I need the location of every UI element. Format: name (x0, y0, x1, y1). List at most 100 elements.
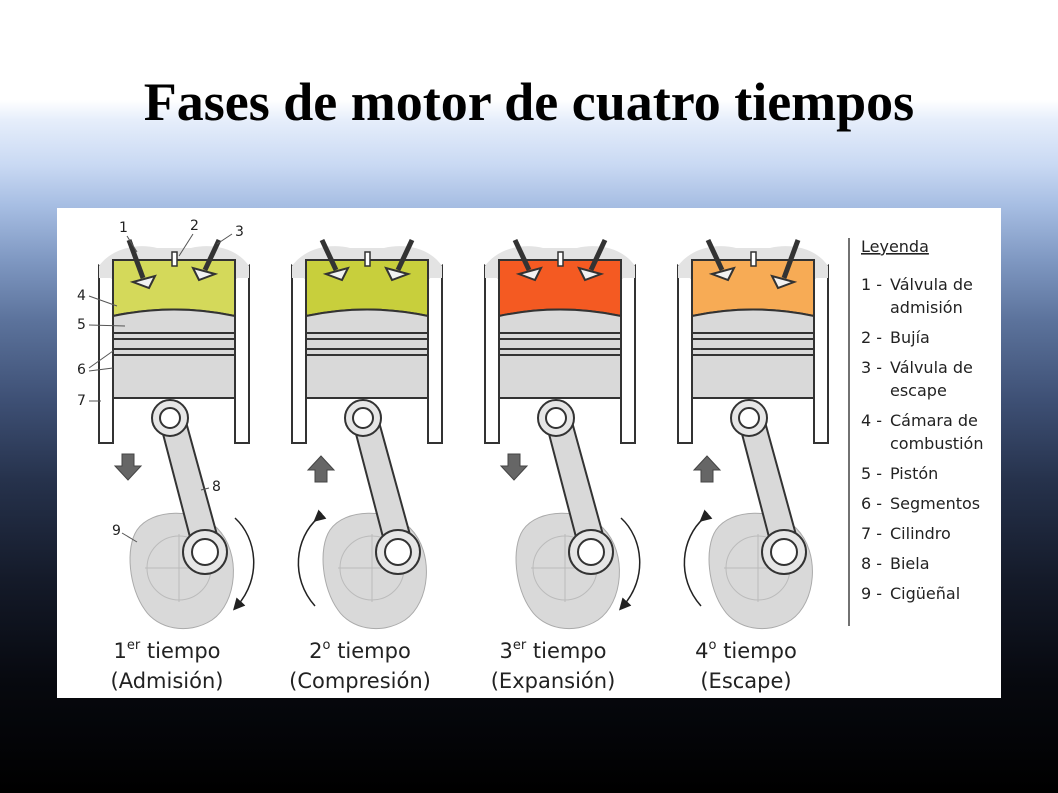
intake-valve-stem (126, 239, 146, 279)
cylinder-wall-right (813, 263, 829, 444)
legend-title: Leyenda (861, 237, 929, 256)
callout-line (88, 324, 126, 327)
combustion-chamber (305, 259, 429, 318)
phase-caption-3: 3er tiempo (499, 638, 606, 663)
legend-item-number-6: 6 - (861, 494, 882, 513)
callout-label-1: 1 (119, 220, 128, 236)
four-stroke-engine-diagram: 1er tiempo (Admisión) 2o tiempo (Compresión… (77, 218, 983, 693)
engine-phase-3 (484, 238, 641, 630)
spark-plug (557, 251, 564, 267)
callout-line (178, 233, 194, 257)
phase-caption-1: 1er tiempo (113, 638, 220, 663)
callout-label-4: 4 (77, 288, 86, 304)
exhaust-valve-head (770, 274, 798, 290)
callout-line (121, 532, 138, 543)
callout-label-5: 5 (77, 317, 86, 333)
exhaust-valve-stem (202, 238, 222, 272)
callout-line (88, 295, 118, 307)
exhaust-valve-head (384, 266, 412, 282)
cylinder-wall-right (620, 263, 636, 444)
intake-valve-stem (319, 238, 339, 272)
callout-line (88, 350, 114, 369)
exhaust-valve-stem (588, 238, 608, 272)
legend-item-number-1: 1 - (861, 275, 882, 294)
legend-item-number-3: 3 - (861, 358, 882, 377)
legend-item-number-4: 4 - (861, 411, 882, 430)
engine-phase-4 (677, 238, 829, 630)
piston-direction-arrow (692, 455, 722, 483)
piston (112, 308, 236, 399)
crank-rotation-arrow (619, 517, 641, 611)
piston-direction-arrow (113, 453, 143, 481)
legend-item-label-8: Biela (890, 554, 930, 573)
legend-item-number-7: 7 - (861, 524, 882, 543)
spark-plug (171, 251, 178, 267)
intake-valve-head (515, 266, 543, 282)
cylinder-wall-left (291, 263, 307, 444)
engine-phase-1 (98, 238, 255, 630)
legend: Leyenda 1 - Válvula de admisión 2 - Bujía 3 - V… (848, 237, 983, 626)
callout-label-9: 9 (112, 523, 121, 539)
callout-line (200, 487, 210, 491)
intake-valve-head (129, 274, 157, 290)
intake-valve-head (322, 266, 350, 282)
crank-rotation-arrow (683, 509, 713, 607)
exhaust-valve-head (577, 266, 605, 282)
callout-line (126, 235, 138, 253)
intake-valve-head (708, 266, 736, 282)
phase-name-1: (Admisión) (111, 669, 224, 693)
legend-item-number-2: 2 - (861, 328, 882, 347)
combustion-chamber (498, 259, 622, 318)
piston (498, 308, 622, 399)
cylinder-wall-left (677, 263, 693, 444)
phase-name-4: (Escape) (700, 669, 791, 693)
callout-label-3: 3 (235, 224, 244, 240)
piston (305, 308, 429, 399)
legend-item-number-9: 9 - (861, 584, 882, 603)
legend-item-label-3-cont: escape (890, 381, 947, 400)
cylinder-wall-left (98, 263, 114, 444)
piston-direction-arrow (499, 453, 529, 481)
cylinder-wall-left (484, 263, 500, 444)
intake-valve-stem (512, 238, 532, 272)
cylinder-wall-right (234, 263, 250, 444)
piston (691, 308, 815, 399)
legend-item-label-4-cont: combustión (890, 434, 983, 453)
spark-plug (750, 251, 757, 267)
legend-item-label-6: Segmentos (890, 494, 980, 513)
legend-item-number-8: 8 - (861, 554, 882, 573)
phase-name-3: (Expansión) (491, 669, 616, 693)
callout-line (88, 367, 114, 372)
crank-rotation-arrow (233, 517, 255, 611)
spark-plug (364, 251, 371, 267)
intake-valve-stem (705, 238, 725, 272)
combustion-chamber (112, 259, 236, 318)
phase-name-2: (Compresión) (289, 669, 431, 693)
legend-item-label-9: Cigüeñal (890, 584, 960, 603)
slide-title: Fases de motor de cuatro tiempos (143, 72, 915, 132)
legend-item-label-7: Cilindro (890, 524, 951, 543)
exhaust-valve-stem (781, 239, 801, 279)
legend-item-number-5: 5 - (861, 464, 882, 483)
cylinder-wall-right (427, 263, 443, 444)
exhaust-valve-stem (395, 238, 415, 272)
callout-label-7: 7 (77, 393, 86, 409)
legend-item-label-5: Pistón (890, 464, 938, 483)
piston-direction-arrow (306, 455, 336, 483)
callout-label-2: 2 (190, 218, 199, 234)
legend-item-label-2: Bujía (890, 328, 930, 347)
engine-phase-2 (291, 238, 443, 630)
combustion-chamber (691, 259, 815, 318)
legend-item-label-1-cont: admisión (890, 298, 963, 317)
callout-label-8: 8 (212, 479, 221, 495)
legend-item-label-1: Válvula de (890, 275, 973, 294)
phase-caption-2: 2o tiempo (309, 638, 411, 663)
exhaust-valve-head (191, 266, 219, 282)
callout-line (216, 233, 233, 245)
engine-diagram-panel: 1er tiempo (Admisión) 2o tiempo (Compresión… (57, 208, 1001, 698)
callout-label-6: 6 (77, 362, 86, 378)
legend-item-label-4: Cámara de (890, 411, 978, 430)
crank-rotation-arrow (297, 509, 327, 607)
legend-item-label-3: Válvula de (890, 358, 973, 377)
phase-caption-4: 4o tiempo (695, 638, 797, 663)
